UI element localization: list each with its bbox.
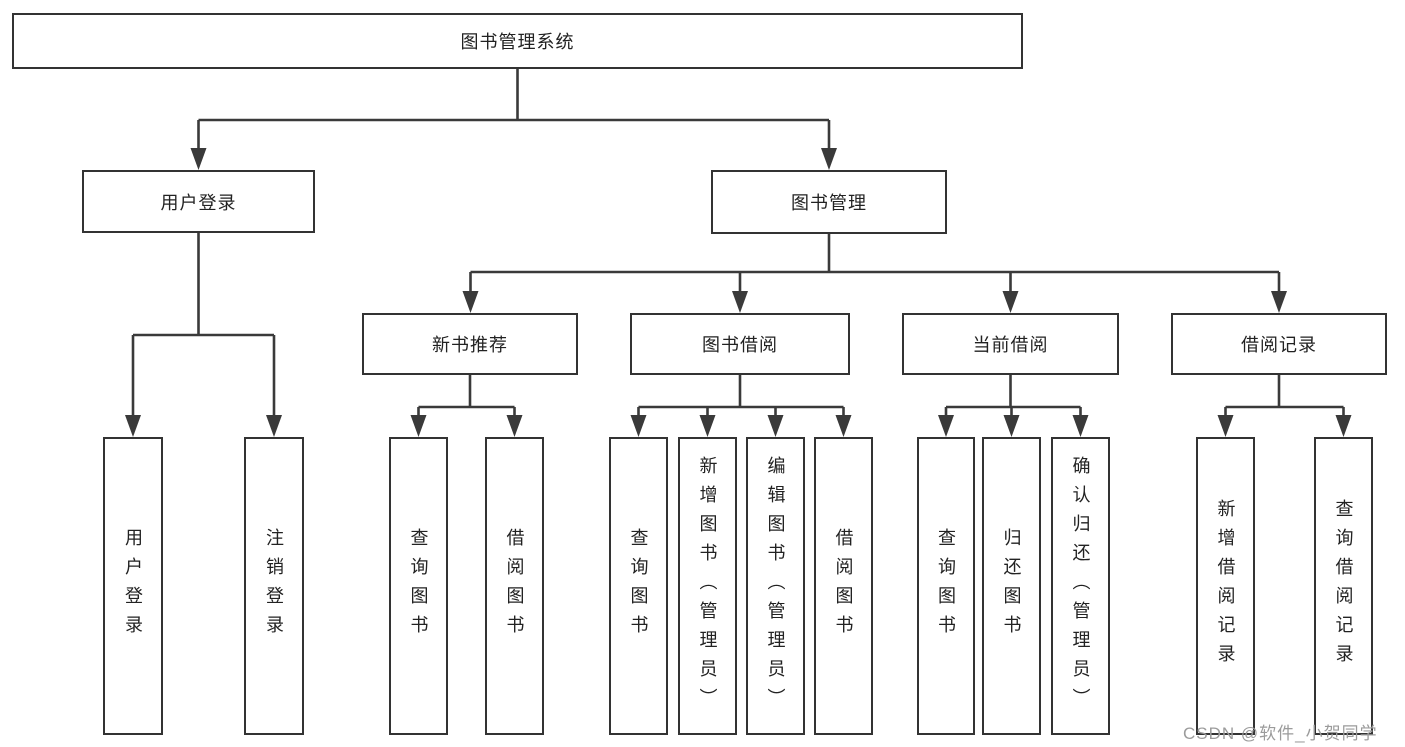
leaf-label: 查询图书 bbox=[408, 528, 429, 644]
leaf-borrow-edit-book-admin: 编辑图书（管理员） bbox=[746, 437, 805, 735]
leaf-label: 借阅图书 bbox=[833, 528, 854, 644]
leaf-current-query-books: 查询图书 bbox=[917, 437, 975, 735]
leaf-records-query-record: 查询借阅记录 bbox=[1314, 437, 1373, 735]
leaf-label: 归还图书 bbox=[1001, 528, 1022, 644]
leaf-label: 用户登录 bbox=[123, 528, 143, 644]
leaf-label: 新增借阅记录 bbox=[1215, 499, 1236, 673]
leaf-borrow-borrow-books: 借阅图书 bbox=[814, 437, 873, 735]
leaf-label: 注销登录 bbox=[264, 528, 284, 644]
leaf-label: 新增图书（管理员） bbox=[697, 455, 718, 717]
node-current-borrowing: 当前借阅 bbox=[902, 313, 1119, 375]
arrowheads bbox=[125, 148, 1352, 437]
node-library-management-system: 图书管理系统 bbox=[12, 13, 1023, 69]
node-user-login: 用户登录 bbox=[82, 170, 315, 233]
node-label: 图书管理系统 bbox=[460, 32, 575, 52]
leaf-label: 查询图书 bbox=[628, 528, 649, 644]
leaf-label: 查询借阅记录 bbox=[1333, 499, 1354, 673]
node-book-management: 图书管理 bbox=[711, 170, 947, 234]
node-borrowing-records: 借阅记录 bbox=[1171, 313, 1387, 375]
node-label: 新书推荐 bbox=[432, 335, 508, 355]
leaf-borrow-add-book-admin: 新增图书（管理员） bbox=[678, 437, 737, 735]
leaf-current-return-books: 归还图书 bbox=[982, 437, 1041, 735]
leaf-logout: 注销登录 bbox=[244, 437, 304, 735]
watermark: CSDN @软件_小贺同学 bbox=[1183, 724, 1378, 743]
leaf-label: 确认归还（管理员） bbox=[1070, 455, 1091, 717]
leaf-current-confirm-return-admin: 确认归还（管理员） bbox=[1051, 437, 1110, 735]
leaf-records-add-record: 新增借阅记录 bbox=[1196, 437, 1255, 735]
node-label: 用户登录 bbox=[160, 192, 237, 213]
leaf-borrow-query-books: 查询图书 bbox=[609, 437, 668, 735]
node-label: 当前借阅 bbox=[972, 335, 1049, 355]
leaf-newbook-query-books: 查询图书 bbox=[389, 437, 448, 735]
leaf-newbook-borrow-books: 借阅图书 bbox=[485, 437, 544, 735]
leaf-label: 查询图书 bbox=[936, 528, 956, 644]
connector-paths bbox=[131, 69, 1345, 423]
node-book-borrowing: 图书借阅 bbox=[630, 313, 850, 375]
node-label: 借阅记录 bbox=[1241, 335, 1317, 355]
node-label: 图书借阅 bbox=[702, 335, 778, 355]
leaf-user-login: 用户登录 bbox=[103, 437, 163, 735]
leaf-label: 借阅图书 bbox=[504, 528, 525, 644]
node-label: 图书管理 bbox=[791, 193, 867, 213]
leaf-label: 编辑图书（管理员） bbox=[765, 455, 786, 717]
node-new-book-recommendation: 新书推荐 bbox=[362, 313, 578, 375]
